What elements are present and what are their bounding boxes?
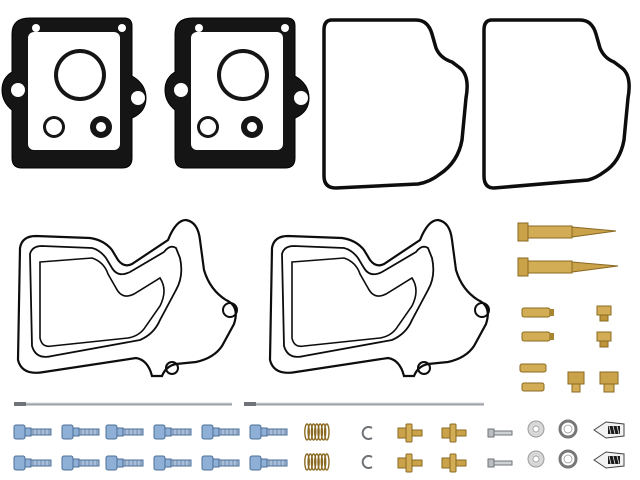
- mixture-screw-icon: [441, 423, 467, 443]
- mixture-screw-upper: [517, 222, 617, 242]
- screw-icon: [201, 424, 240, 440]
- diaphragm-gasket-left: [16, 218, 238, 378]
- spring-icon: [304, 423, 330, 441]
- mixture-screw-icon: [397, 423, 423, 443]
- float-bowl-o-ring-right: [482, 18, 631, 190]
- washer-set: [527, 419, 578, 469]
- jet-needle-right: [244, 402, 484, 406]
- screw-icon: [153, 455, 192, 471]
- float-needle-valve-set: [593, 421, 625, 469]
- screw-icon: [105, 424, 144, 440]
- screw-icon: [61, 424, 100, 440]
- small-jet-lower: [521, 382, 545, 392]
- screw-icon: [249, 424, 288, 440]
- float-needle-seat-right: [599, 371, 619, 393]
- e-clip-icon: [361, 426, 373, 440]
- washer-icon: [558, 419, 578, 439]
- screw-icon: [61, 455, 100, 471]
- main-jet-upper: [596, 305, 612, 322]
- screw-set: [13, 424, 288, 471]
- square-gasket-right: [164, 17, 310, 169]
- square-gasket-left: [1, 17, 147, 169]
- jet-needle-left: [14, 402, 232, 406]
- spring-set: [304, 423, 330, 471]
- pin-icon: [487, 458, 513, 468]
- washer-icon: [558, 449, 578, 469]
- mixture-screw-icon: [441, 453, 467, 473]
- screw-icon: [153, 424, 192, 440]
- e-clip-set: [361, 426, 373, 469]
- pin-icon: [487, 428, 513, 438]
- screw-icon: [201, 455, 240, 471]
- pilot-jet-upper: [521, 307, 554, 318]
- screw-icon: [13, 455, 52, 471]
- washer-icon: [527, 450, 545, 468]
- main-jet-lower: [596, 331, 612, 348]
- diaphragm-gasket-right: [268, 218, 490, 378]
- small-jet-upper: [519, 363, 547, 373]
- mixture-screw-lower: [517, 257, 619, 277]
- float-needle-seat-left: [567, 371, 585, 393]
- e-clip-icon: [361, 455, 373, 469]
- float-needle-valve-icon: [593, 451, 625, 469]
- pilot-jet-lower: [521, 331, 554, 342]
- steel-pin-set: [487, 428, 513, 468]
- screw-icon: [13, 424, 52, 440]
- mixture-screw-icon: [397, 453, 423, 473]
- brass-adjust-screw-set: [397, 423, 467, 473]
- spring-icon: [304, 453, 330, 471]
- float-bowl-o-ring-left: [322, 18, 469, 190]
- screw-icon: [249, 455, 288, 471]
- screw-icon: [105, 455, 144, 471]
- float-needle-valve-icon: [593, 421, 625, 439]
- washer-icon: [527, 420, 545, 438]
